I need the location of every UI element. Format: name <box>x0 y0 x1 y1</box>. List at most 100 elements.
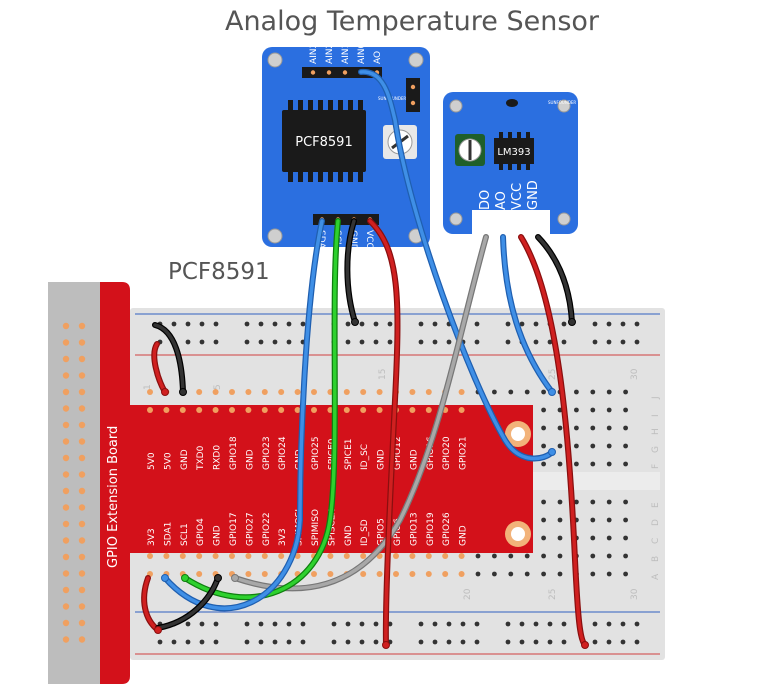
rail-hole <box>460 639 466 645</box>
gpio-pin <box>458 389 465 395</box>
col-number: 30 <box>630 368 640 380</box>
rail-hole <box>286 339 292 345</box>
gpio-pin <box>294 553 301 559</box>
terminal-hole <box>524 553 530 559</box>
chip-leg <box>517 164 521 170</box>
gpio-pin <box>343 389 350 395</box>
terminal-hole <box>623 517 628 523</box>
terminal-hole <box>541 443 546 449</box>
chip-leg <box>308 172 313 182</box>
rail-hole <box>286 639 292 645</box>
terminal-hole <box>541 517 546 523</box>
rail-hole <box>373 339 379 345</box>
jumper-header <box>406 78 420 112</box>
gpio-pin <box>393 553 399 559</box>
gpio-pin-label: GPIO5 <box>377 518 387 546</box>
rail-hole <box>561 639 567 645</box>
wire-end <box>161 388 169 396</box>
ribbon-pin <box>78 487 86 495</box>
ribbon-pin <box>62 586 70 594</box>
gpio-pin-label: GND <box>245 449 255 470</box>
gpio-pin <box>360 389 367 395</box>
col-number: 15 <box>378 369 388 380</box>
rail-hole <box>345 339 351 345</box>
ribbon-pin <box>78 388 86 396</box>
rail-hole <box>505 639 511 645</box>
terminal-hole <box>606 517 612 523</box>
wire-end <box>581 641 589 649</box>
ribbon-pin <box>78 504 86 511</box>
rail-hole <box>634 639 640 645</box>
gpio-pin-label: 3V3 <box>278 528 288 546</box>
gpio-pin <box>425 553 432 559</box>
terminal-hole <box>557 517 563 523</box>
rail-hole <box>505 321 511 327</box>
rail-hole <box>185 639 191 645</box>
rail-hole <box>620 321 626 327</box>
ribbon-pin <box>78 322 86 330</box>
rail-hole <box>634 339 640 345</box>
rail-hole <box>373 321 379 327</box>
rail-hole <box>418 621 424 627</box>
bottom-header <box>313 214 379 225</box>
rail-hole <box>561 339 567 345</box>
header-pin <box>410 84 416 90</box>
chip-leg <box>328 172 333 182</box>
terminal-hole <box>557 553 563 559</box>
rail-hole <box>359 321 365 327</box>
rail-hole <box>171 321 177 327</box>
row-letter: F <box>651 464 661 469</box>
wire-end <box>231 574 239 582</box>
pcf-pin-label: AIN1 <box>341 43 351 64</box>
rail-hole <box>446 621 452 627</box>
chip-leg <box>508 164 512 170</box>
terminal-hole <box>557 443 563 449</box>
rail-hole <box>331 621 337 627</box>
terminal-hole <box>541 425 546 431</box>
terminal-hole <box>590 499 596 505</box>
chip-leg <box>308 100 313 110</box>
chip-leg <box>338 100 343 110</box>
gpio-pin-label: GPIO22 <box>262 512 272 546</box>
gpio-pin <box>261 571 268 577</box>
rail-hole <box>244 621 250 627</box>
ribbon-pin <box>62 372 70 379</box>
wire-end <box>382 641 390 649</box>
gpio-pin-label: SPISCLK <box>327 508 337 546</box>
gpio-pin <box>458 407 465 413</box>
terminal-hole <box>574 389 579 395</box>
sensor-header <box>472 210 550 234</box>
rail-hole <box>620 639 626 645</box>
terminal-hole <box>541 389 546 395</box>
rail-hole <box>199 321 205 327</box>
gpio-pin-label: GND <box>377 449 387 470</box>
row-letter: B <box>651 556 661 562</box>
gpio-pin-label: 3V3 <box>147 528 157 546</box>
gpio-pin <box>360 553 367 559</box>
rail-hole <box>387 321 393 327</box>
gpio-pin <box>458 571 465 577</box>
ribbon-pin <box>62 636 70 643</box>
ribbon-pin <box>78 586 86 594</box>
terminal-hole <box>606 499 612 505</box>
wire-sda-blue <box>163 219 324 610</box>
rail-hole <box>185 321 191 327</box>
rail-hole <box>373 621 379 627</box>
gpio-pin <box>327 553 334 559</box>
terminal-hole <box>574 407 579 413</box>
terminal-hole <box>623 389 628 395</box>
chip-leg <box>348 172 353 182</box>
rail-hole <box>547 339 553 345</box>
gpio-pin-label: GPIO12 <box>393 436 403 470</box>
mount-hole <box>267 52 283 68</box>
gpio-pin <box>393 571 399 577</box>
chip-leg <box>288 172 293 182</box>
terminal-hole <box>541 499 546 505</box>
gpio-pin <box>261 553 268 559</box>
gpio-pin <box>196 389 203 395</box>
col-number: 5 <box>213 384 223 390</box>
terminal-hole <box>475 571 481 577</box>
ribbon-pin <box>62 454 70 462</box>
